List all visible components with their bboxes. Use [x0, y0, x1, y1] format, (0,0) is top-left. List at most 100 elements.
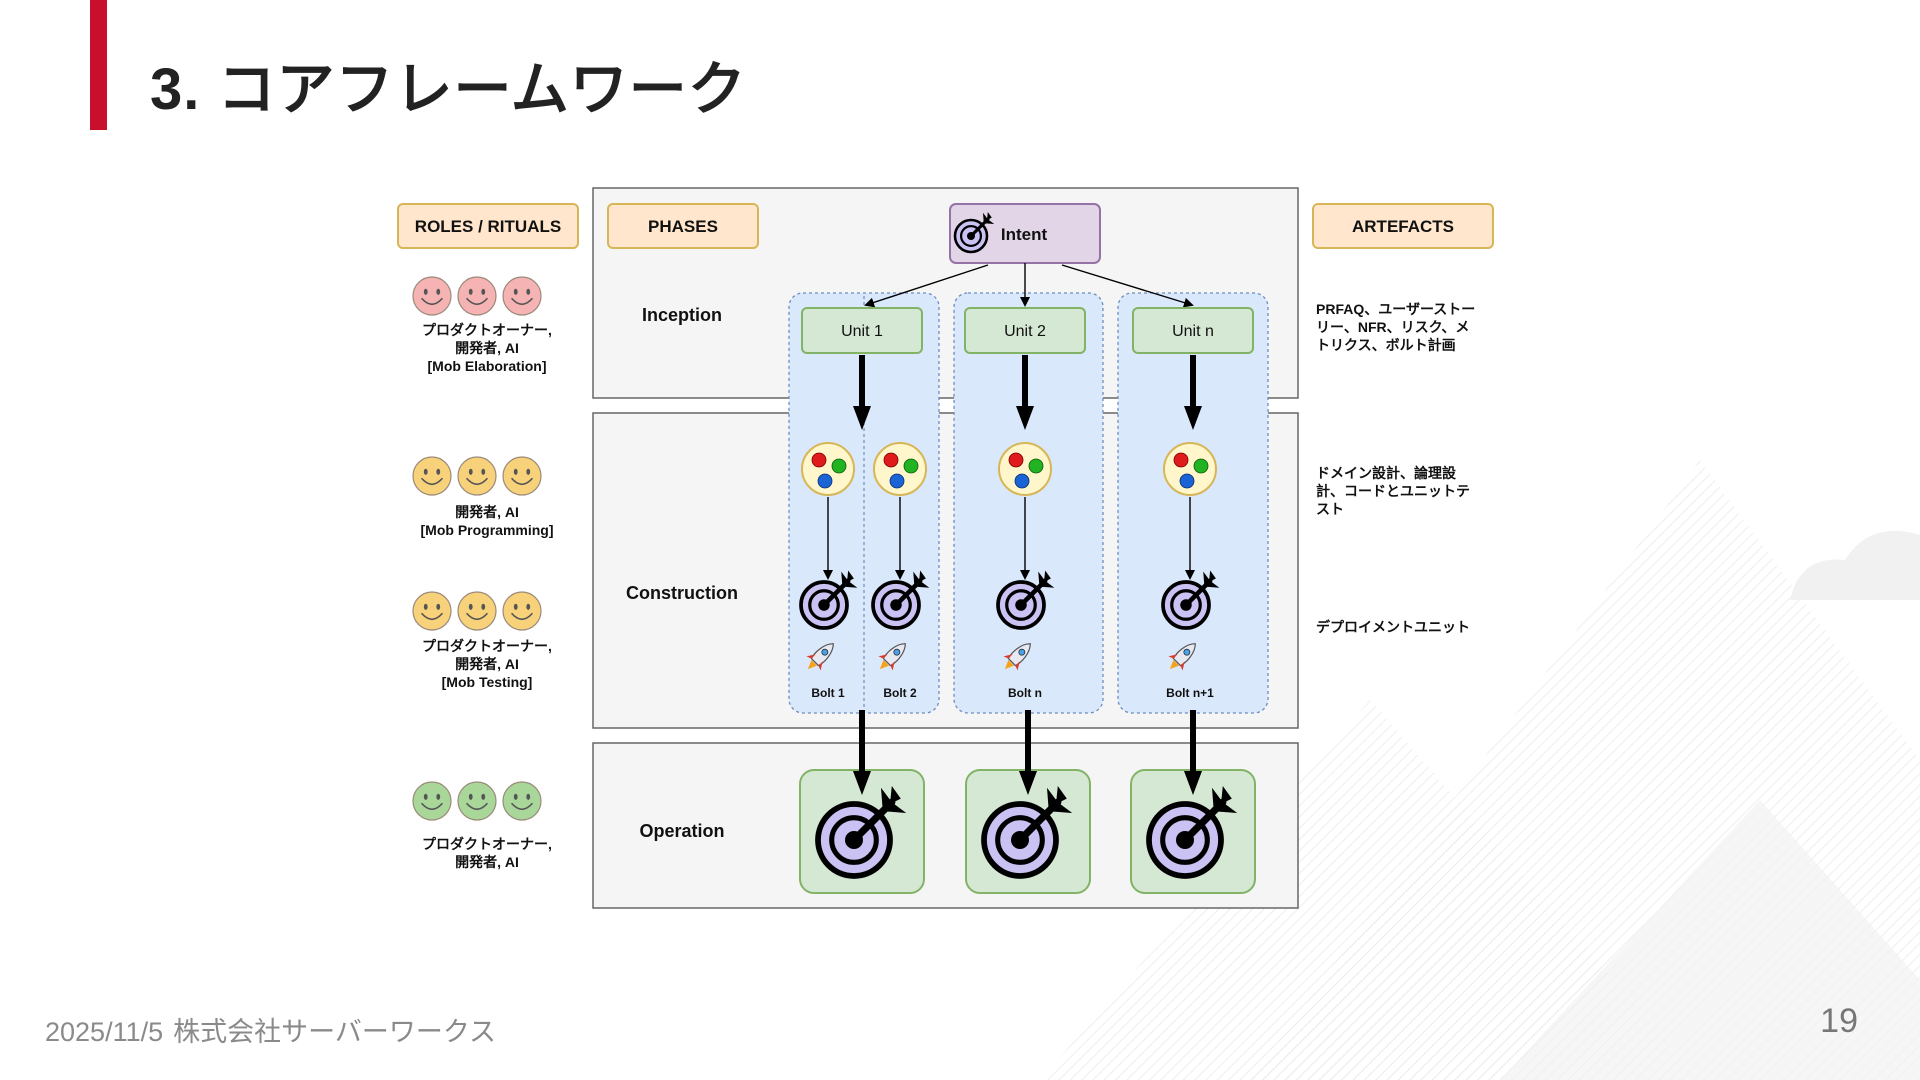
domain-model-icon — [998, 442, 1052, 496]
smiley-eye — [423, 793, 428, 800]
rocket-body — [1007, 643, 1031, 667]
phase-label: Operation — [639, 821, 724, 841]
rocket-body — [882, 643, 906, 667]
dart-feather — [983, 219, 995, 224]
dart-feather — [890, 786, 901, 804]
unit-to-model-arrow — [1016, 355, 1034, 430]
phase-label: Construction — [626, 583, 738, 603]
target-ring-mid — [1170, 589, 1202, 621]
bolt-rocket-icon — [878, 643, 906, 671]
target-ring-mid — [995, 815, 1045, 865]
smiley-face — [457, 781, 497, 821]
artefact-text: トリクス、ボルト計画 — [1316, 337, 1456, 353]
smiley-mouth — [420, 612, 444, 621]
roles-header-box — [397, 203, 579, 249]
smiley-eye — [513, 288, 518, 295]
smiley-mouth — [465, 612, 489, 621]
smiley-mouth — [420, 477, 444, 486]
smiley-eye — [481, 793, 486, 800]
model-dot-blue — [1014, 473, 1030, 489]
dart-feather — [841, 571, 849, 587]
operation-target-icon — [1146, 786, 1238, 879]
role-text: プロダクトオーナー, — [422, 322, 552, 338]
role-text: 開発者, AI — [455, 656, 519, 672]
artefacts-header-label: ARTEFACTS — [1352, 217, 1454, 236]
role-text: [Mob Programming] — [421, 522, 554, 538]
smiley-mouth — [510, 477, 534, 486]
model-dot-green — [1028, 458, 1044, 474]
role-text: 開発者, AI — [455, 340, 519, 356]
target-ring-mid — [1005, 589, 1037, 621]
role-text: [Mob Elaboration] — [428, 358, 547, 374]
smiley-face — [502, 781, 542, 821]
smiley-eye — [436, 288, 441, 295]
dart-feather — [1203, 571, 1211, 587]
role-smiley-icon — [457, 591, 497, 631]
role-smiley-icon — [502, 781, 542, 821]
intent-label: Intent — [1001, 225, 1048, 244]
arrow-head — [1184, 771, 1202, 795]
rocket-body — [1172, 643, 1196, 667]
domain-model-icon — [873, 442, 927, 496]
bolt-label: Bolt n — [1008, 686, 1042, 700]
bolt-label: Bolt 2 — [883, 686, 917, 700]
target-ring-mid — [829, 815, 879, 865]
smiley-eye — [468, 288, 473, 295]
smiley-eye — [468, 793, 473, 800]
dart-feather — [1048, 802, 1073, 813]
bolt-target-icon — [799, 570, 858, 630]
model-dot-green — [903, 458, 919, 474]
rocket-window — [893, 648, 901, 656]
smiley-eye — [481, 288, 486, 295]
role-text: プロダクトオーナー, — [422, 638, 552, 654]
smiley-face — [502, 276, 542, 316]
dart-feather — [881, 787, 892, 812]
smiley-face — [412, 276, 452, 316]
domain-model-icon — [801, 442, 855, 496]
target-ring-mid — [880, 589, 912, 621]
artefact-text: リー、NFR、リスク、メ — [1316, 319, 1469, 335]
rocket-window — [1183, 648, 1191, 656]
bolt-target-icon — [871, 570, 930, 630]
smiley-mouth — [465, 477, 489, 486]
smiley-mouth — [510, 297, 534, 306]
smiley-face — [457, 591, 497, 631]
intent-target-icon — [953, 212, 995, 254]
slide-title: 3. コアフレームワーク — [150, 57, 747, 122]
smiley-mouth — [420, 802, 444, 811]
dart-feather — [1212, 787, 1223, 812]
bolt-label: Bolt 1 — [811, 686, 845, 700]
smiley-eye — [436, 603, 441, 610]
bolt-label: Bolt n+1 — [1166, 686, 1214, 700]
bolt-rocket-icon — [1003, 643, 1031, 671]
unit-to-model-arrow — [1184, 355, 1202, 430]
dart-feather — [847, 570, 854, 582]
unit-box — [1132, 307, 1254, 354]
artefact-text: デプロイメントユニット — [1316, 619, 1470, 635]
unit-label: Unit 2 — [1004, 323, 1046, 340]
role-smiley-icon — [502, 276, 542, 316]
artefact-text: ドメイン設計、論理設 — [1316, 465, 1457, 481]
arrow-head — [853, 406, 871, 430]
target-ring-mid — [1160, 815, 1210, 865]
smiley-face — [502, 456, 542, 496]
target-ring-mid — [959, 224, 983, 248]
smiley-eye — [468, 603, 473, 610]
model-dot-green — [831, 458, 847, 474]
bolt-target-icon — [996, 570, 1055, 630]
smiley-eye — [423, 603, 428, 610]
unit-to-model-arrow — [853, 355, 871, 430]
model-dot-blue — [817, 473, 833, 489]
smiley-eye — [513, 468, 518, 475]
dart-feather — [983, 212, 988, 224]
dart-feather — [1039, 580, 1055, 588]
artefact-text: 計、コードとユニットテ — [1316, 483, 1470, 499]
operation-target-icon — [815, 786, 907, 879]
footer-company: 株式会社サーバーワークス — [173, 1017, 497, 1047]
domain-model-icon — [1163, 442, 1217, 496]
smiley-eye — [436, 793, 441, 800]
smiley-mouth — [465, 802, 489, 811]
model-dot-red — [811, 452, 827, 468]
rocket-flame — [1004, 659, 1015, 670]
